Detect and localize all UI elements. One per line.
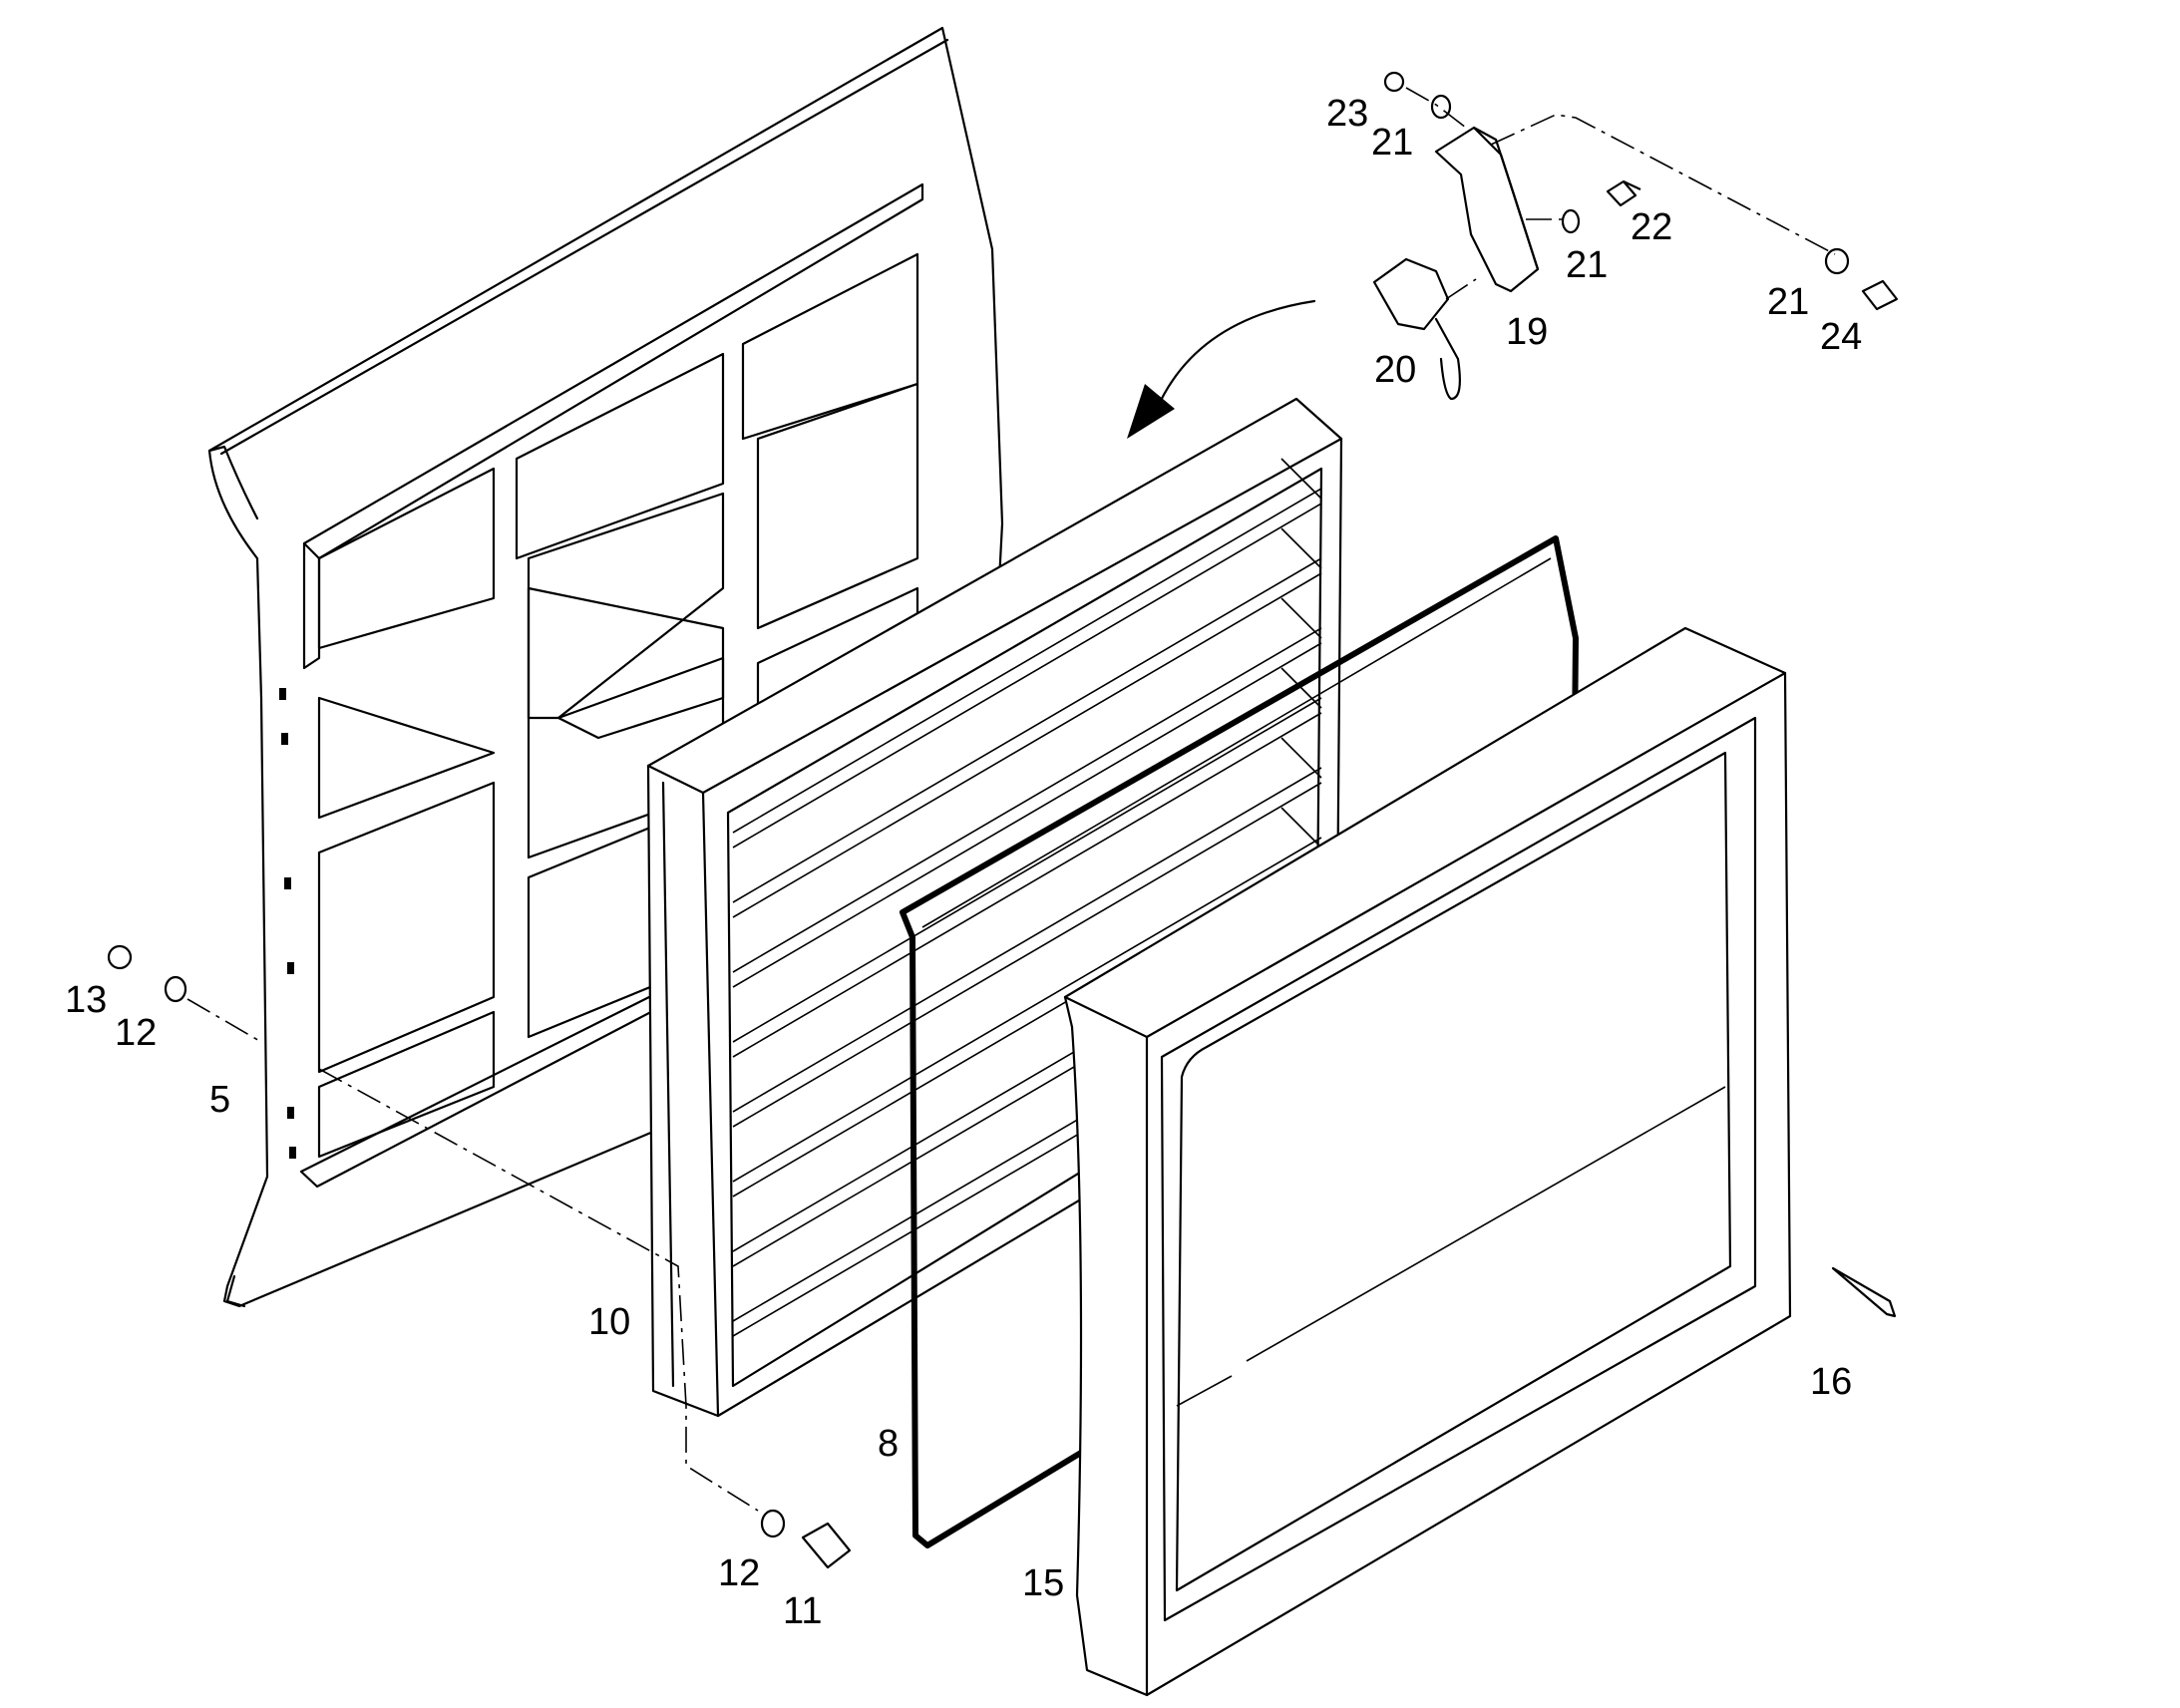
part-16-screw [1831, 1266, 1897, 1318]
callout-15: 15 [1022, 1562, 1064, 1604]
callout-5: 5 [209, 1079, 230, 1121]
callout-20: 20 [1374, 349, 1416, 391]
part-12a-washer [164, 975, 187, 1003]
callout-10: 10 [588, 1301, 630, 1343]
callout-13: 13 [65, 979, 107, 1021]
part-10-louvre-frame [646, 397, 1343, 1418]
part-21b-washer [1561, 208, 1581, 234]
latch-assembly [1372, 71, 1899, 401]
part-24-bolt [1861, 279, 1899, 311]
callout-19: 19 [1506, 311, 1548, 353]
part-15-outer-frame [1063, 626, 1792, 1697]
callout-12: 12 [718, 1552, 760, 1594]
part-13-nut [107, 944, 133, 970]
part-22-bolt [1606, 179, 1641, 207]
part-20-latch [1372, 257, 1450, 331]
callout-11: 11 [783, 1590, 822, 1632]
callout-labels: 23 21 22 21 21 24 19 20 13 12 5 10 8 12 … [65, 93, 1862, 1632]
part-12b-washer [760, 1509, 786, 1538]
callout-24: 24 [1820, 316, 1862, 358]
assembly-arrow [1127, 299, 1316, 439]
callout-21: 21 [1371, 122, 1413, 164]
callout-21: 21 [1767, 281, 1809, 323]
callout-16: 16 [1810, 1361, 1852, 1403]
fasteners [107, 944, 1897, 1569]
callout-23: 23 [1326, 93, 1368, 135]
part-23-nut [1383, 71, 1405, 93]
part-21a-washer [1430, 94, 1452, 120]
part-11-bolt [801, 1522, 852, 1569]
part-21c-washer [1824, 247, 1850, 275]
callout-12: 12 [115, 1012, 157, 1054]
callout-21: 21 [1566, 244, 1608, 286]
part-19-bracket [1434, 126, 1540, 293]
callout-8: 8 [878, 1423, 899, 1465]
leader-lines [186, 87, 1836, 1512]
callout-22: 22 [1631, 206, 1672, 248]
